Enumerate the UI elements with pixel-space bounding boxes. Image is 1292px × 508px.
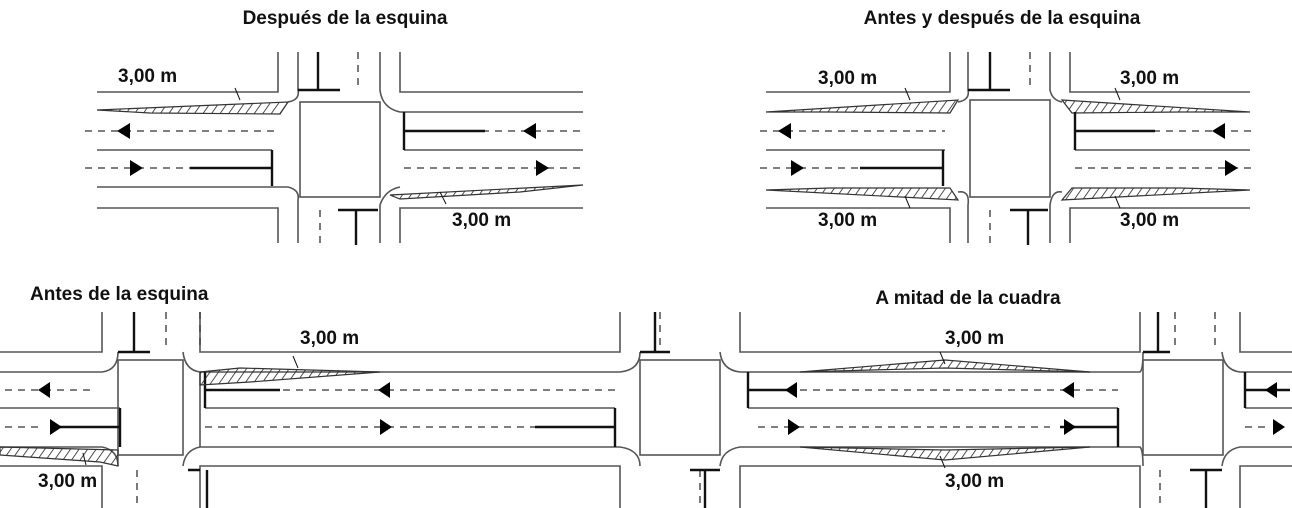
no-parking-zone	[765, 187, 960, 201]
panel-despues: 3,00 m 3,00 m	[85, 52, 585, 245]
no-parking-zone	[765, 99, 960, 114]
no-parking-zone	[389, 184, 584, 200]
no-parking-zone	[199, 367, 381, 386]
distance-label: 3,00 m	[1120, 210, 1179, 231]
no-parking-zone	[96, 101, 290, 115]
panel-title-antes: Antes de la esquina	[30, 284, 209, 305]
distance-label: 3,00 m	[945, 471, 1004, 492]
no-parking-zone	[1060, 187, 1251, 201]
no-parking-zone	[1060, 99, 1251, 114]
distance-label: 3,00 m	[300, 328, 359, 349]
distance-label: 3,00 m	[452, 210, 511, 231]
no-parking-zone	[0, 446, 119, 467]
distance-label: 3,00 m	[818, 210, 877, 231]
distance-label: 3,00 m	[945, 328, 1004, 349]
distance-label: 3,00 m	[818, 68, 877, 89]
no-parking-zone	[799, 446, 1091, 461]
panel-title-antes-y-despues: Antes y después de la esquina	[864, 8, 1141, 29]
distance-label: 3,00 m	[38, 471, 97, 492]
distance-label: 3,00 m	[1120, 68, 1179, 89]
no-parking-zone	[799, 359, 1091, 373]
panel-bottom-street: 3,00 m 3,00 m 3,00 m 3,00 m	[0, 312, 1292, 508]
panel-antes-y-despues: 3,00 m 3,00 m 3,00 m 3,00 m	[760, 52, 1255, 245]
panel-title-despues: Después de la esquina	[243, 8, 448, 29]
distance-label: 3,00 m	[118, 66, 177, 87]
panel-title-mitad: A mitad de la cuadra	[875, 288, 1061, 309]
